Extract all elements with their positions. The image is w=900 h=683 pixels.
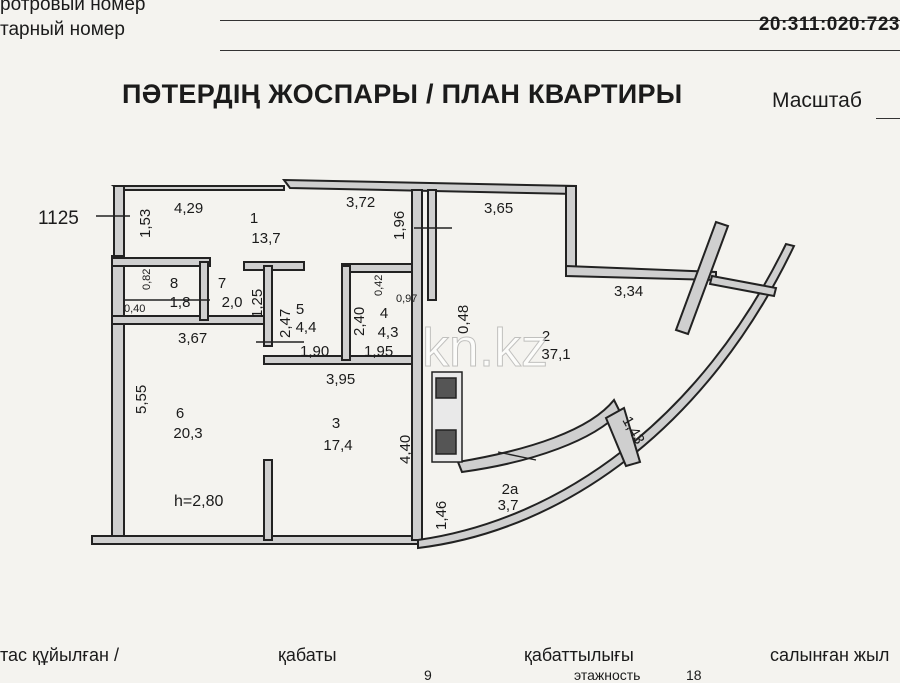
dim-2a-tick (497, 451, 537, 461)
dim-1-46: 1,46 (433, 501, 450, 530)
dim-3-65: 3,65 (484, 200, 513, 217)
room-2-area: 37,1 (541, 346, 570, 363)
wall-central-v (411, 189, 423, 541)
wall-central-v2 (427, 189, 437, 301)
wall-balcony-top (565, 264, 717, 282)
dim-4-29: 4,29 (174, 200, 203, 217)
room-3-num: 3 (332, 415, 340, 432)
dim-0-48: 0,48 (455, 305, 472, 334)
dim-3-34: 3,34 (614, 283, 643, 300)
wall-bottom (91, 535, 419, 545)
room-1-num: 1 (250, 210, 258, 227)
dim-0-42: 0,42 (373, 275, 385, 296)
room-7-num: 7 (218, 275, 226, 292)
footer-col3b-value: 18 (686, 667, 702, 683)
dim-1-25: 1,25 (249, 289, 266, 318)
page-title: ПӘТЕРДІҢ ЖОСПАРЫ / ПЛАН КВАРТИРЫ (122, 79, 683, 109)
balcony-panel-1 (674, 220, 730, 336)
dim-4-40: 4,40 (397, 435, 414, 464)
scale-rule (876, 118, 900, 119)
wall-room3-left (263, 459, 273, 541)
room-3-area: 17,4 (323, 437, 352, 454)
room-6-area: 20,3 (173, 425, 202, 442)
footer-col3b: этажность (574, 667, 641, 683)
balcony-panel-2 (708, 274, 778, 298)
room-2a-num: 2а (502, 481, 519, 498)
room-2a-area: 3,7 (498, 497, 519, 514)
wall-bath-div (199, 261, 209, 321)
dim-1-53: 1,53 (137, 209, 154, 238)
wall-bath-top (111, 257, 211, 267)
room-6-num: 6 (176, 405, 184, 422)
wall-right-upper (565, 185, 577, 273)
footer-col2-value: 9 (424, 667, 432, 683)
footer-col2: қабаты (278, 645, 337, 665)
wall-corridor-tee (243, 261, 305, 271)
dim-2-40: 2,40 (351, 307, 368, 336)
room-4-area: 4,3 (378, 324, 399, 341)
cadastral-number: 20:311:020:723 (758, 14, 900, 35)
watermark: kn.kz (422, 318, 548, 378)
room-8-area: 1,8 (170, 294, 191, 311)
header-line-2: тарный номер (0, 19, 125, 40)
wall-curve-outer (417, 242, 796, 550)
room-4-num: 4 (380, 305, 388, 322)
room-5-num: 5 (296, 301, 304, 318)
scale-label: Масштаб (772, 89, 862, 112)
footer-col3: қабаттылығы (524, 645, 634, 665)
kitchen-counter (431, 371, 463, 463)
wall-bath4-top (341, 263, 423, 273)
dim-0-40: 0,40 (124, 303, 145, 315)
wall-left (111, 255, 125, 541)
dim-3-67: 3,67 (178, 330, 207, 347)
wall-top-left-thick (113, 185, 125, 257)
wall-curve-inner (456, 398, 622, 474)
wall-bath4-left (341, 265, 351, 361)
dim-1-95: 1,95 (364, 343, 393, 360)
ceiling-height: h=2,80 (174, 493, 223, 510)
room-1-area: 13,7 (251, 230, 280, 247)
room-5-area: 4,4 (296, 319, 317, 336)
footer-col1: тас құйылған / (0, 645, 119, 665)
wall-1-43 (604, 406, 642, 468)
dim-0-82: 0,82 (141, 269, 153, 290)
wall-top-left (110, 185, 285, 191)
dim-3-72: 3,72 (346, 194, 375, 211)
dim-2-47: 2,47 (277, 309, 294, 338)
header-line-1: ротровый номер (0, 0, 146, 15)
room-7-area: 2,0 (222, 294, 243, 311)
wall-bath-bottom (111, 315, 267, 325)
room-2-num: 2 (542, 328, 550, 345)
wall-corridor-v (263, 265, 273, 347)
dim-1-96: 1,96 (391, 211, 408, 240)
dim-5-55: 5,55 (133, 385, 150, 414)
room-8-num: 8 (170, 275, 178, 292)
dim-1-90: 1,90 (300, 343, 329, 360)
dim-0-97: 0,97 (396, 293, 417, 305)
dim-3-95: 3,95 (326, 371, 355, 388)
header-rule-2 (220, 50, 900, 51)
footer-col4: салынған жыл (770, 645, 890, 665)
level-mark: 1125 (38, 208, 79, 229)
header-rule-1 (220, 20, 900, 21)
